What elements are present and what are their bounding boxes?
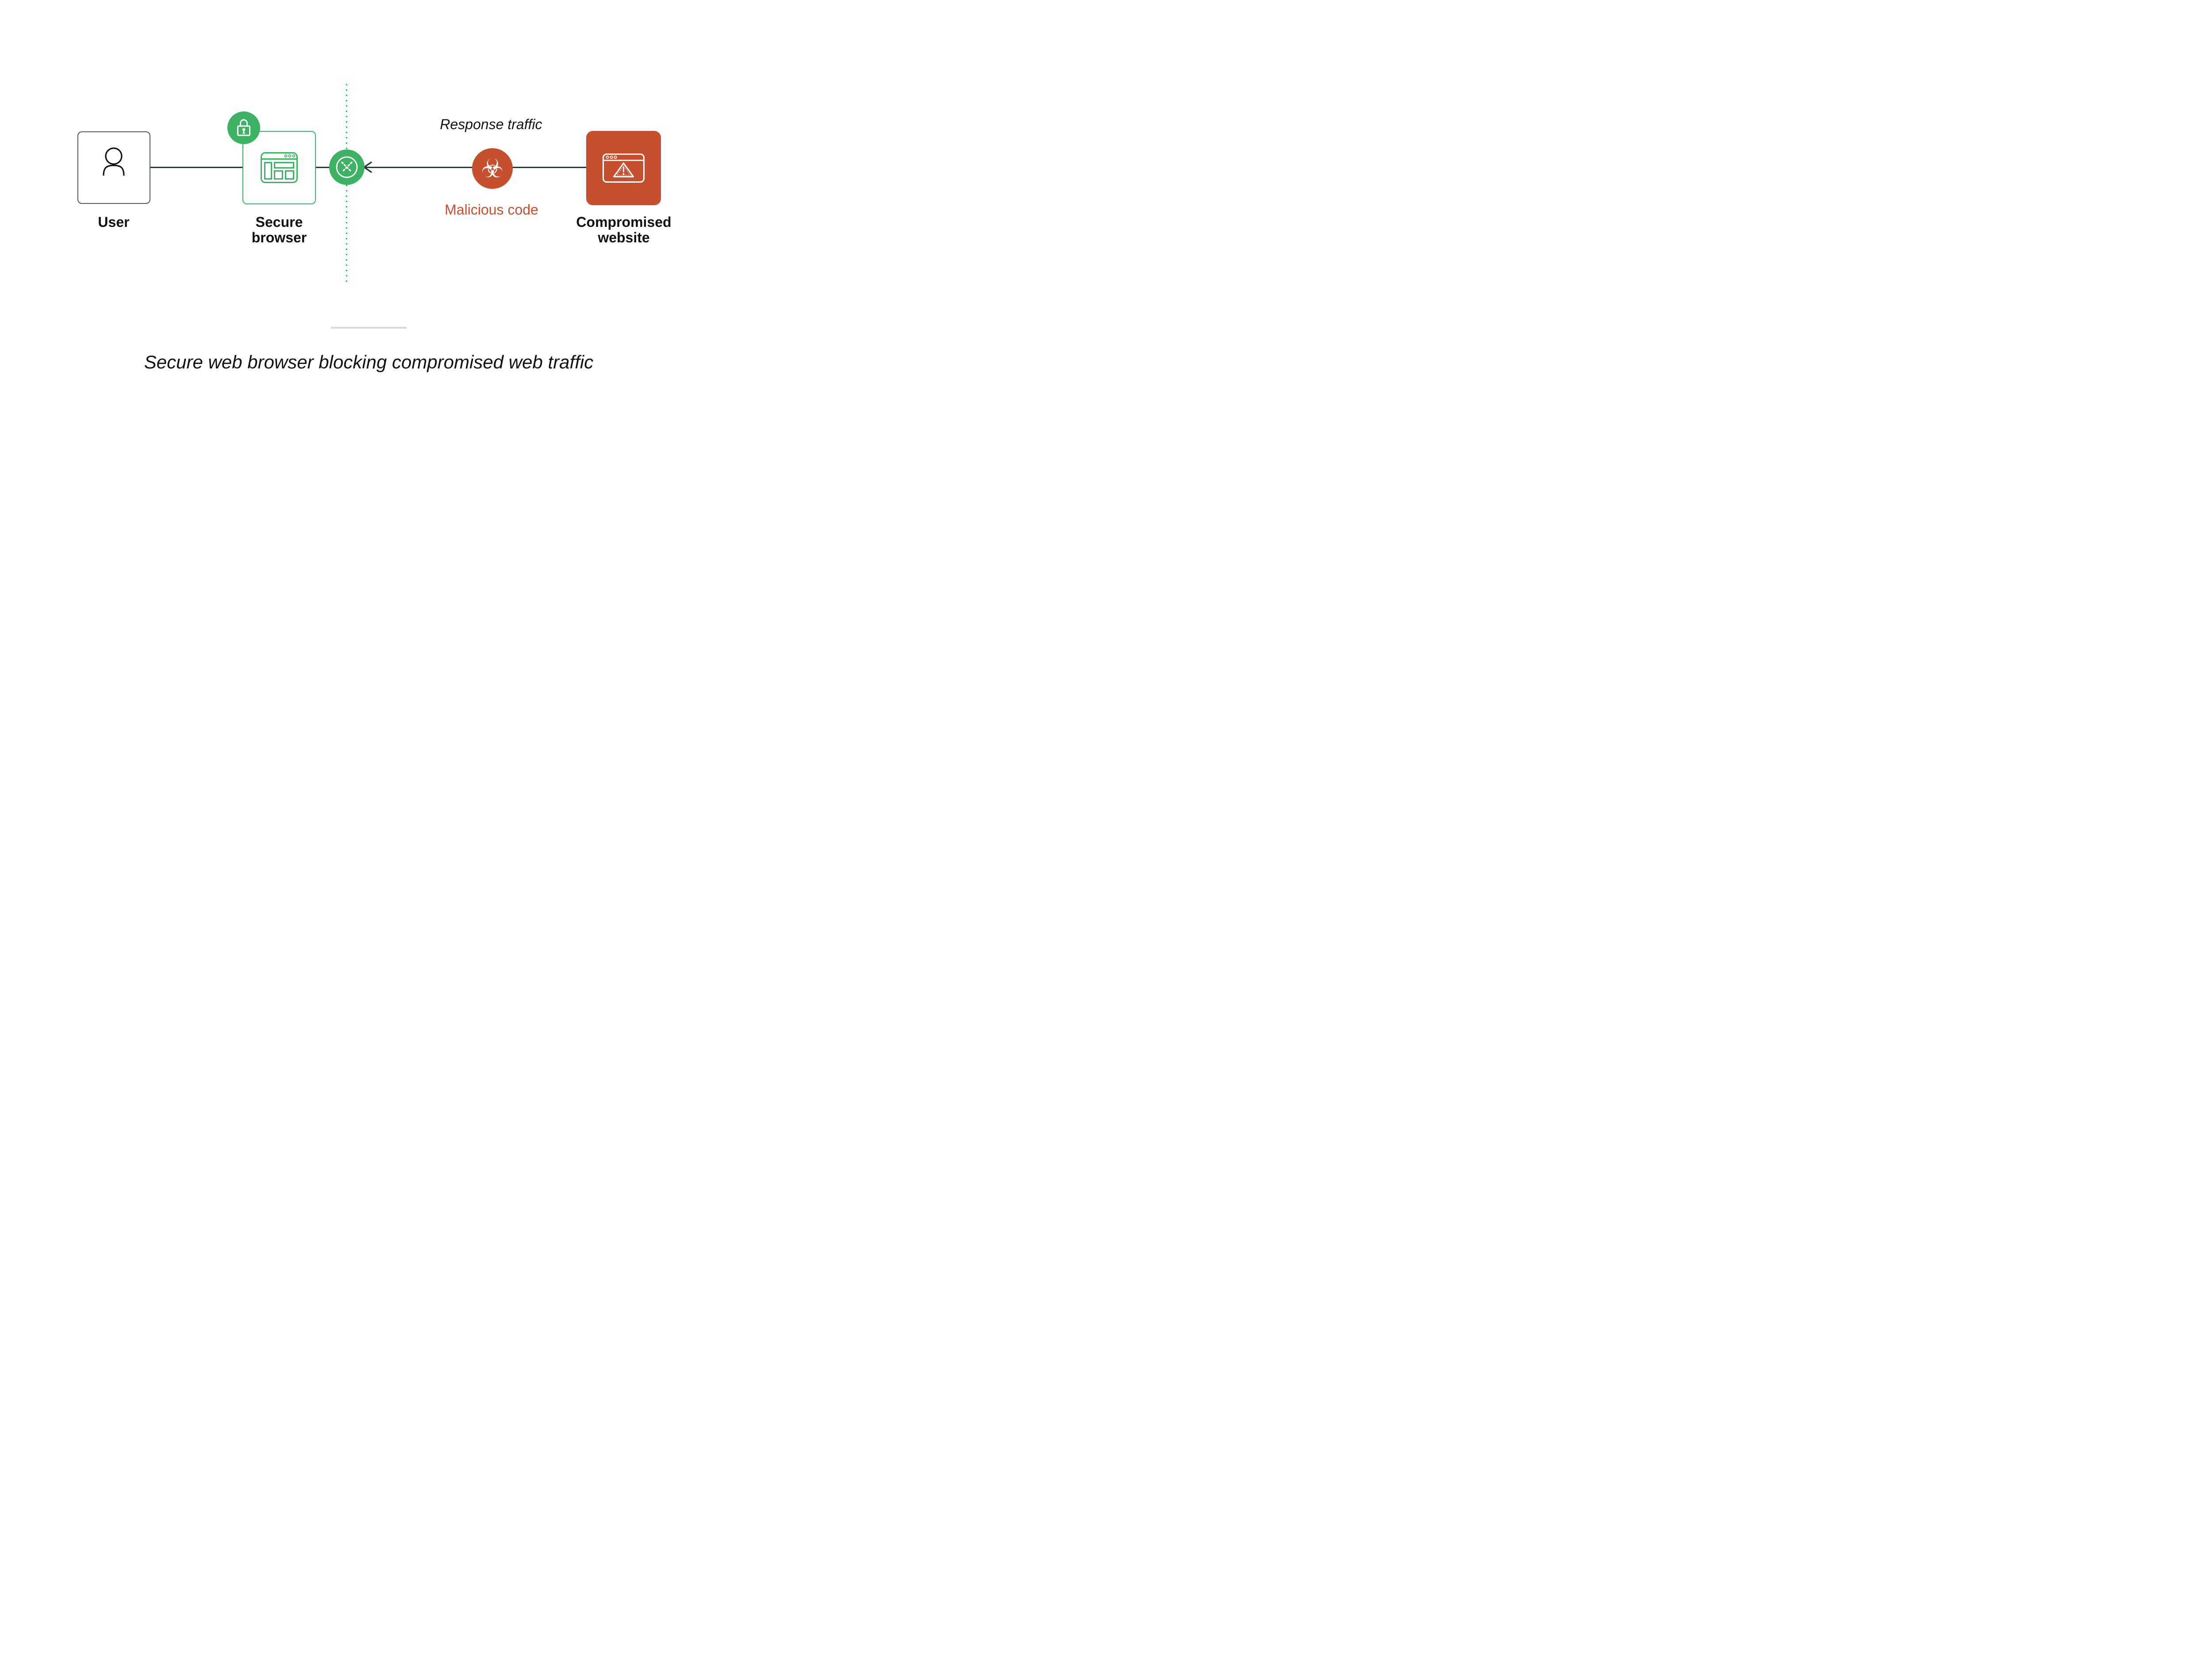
warning-browser-icon [603,153,645,185]
user-icon [102,147,125,178]
compromised-website-label: Compromised website [557,215,690,245]
connector-browser-to-block [316,167,329,168]
user-label: User [47,215,180,230]
diagram-caption: Secure web browser blocking compromised … [0,352,737,373]
response-traffic-text: Response traffic [440,116,542,132]
connector-user-to-browser [150,167,242,168]
user-label-text: User [98,214,130,230]
node-user [77,131,150,204]
biohazard-icon: ☣ [481,153,504,184]
compromised-website-label-line2: website [598,230,650,245]
secure-badge [227,111,260,144]
secure-browser-label-line2: browser [251,230,307,245]
blocked-x-icon [336,156,358,178]
caption-divider [331,327,407,329]
secure-browser-label: Secure browser [213,215,346,245]
diagram-canvas: User Secure browser [0,0,737,415]
response-traffic-label: Response traffic [425,116,557,133]
malicious-code-label: Malicious code [425,202,558,218]
block-indicator [329,149,365,185]
lock-icon [236,117,252,139]
node-secure-browser [242,131,316,204]
diagram-caption-text: Secure web browser blocking compromised … [144,352,594,372]
malicious-code-badge: ☣ [472,148,513,189]
compromised-website-label-line1: Compromised [576,214,672,230]
browser-window-icon [261,152,298,185]
secure-browser-label-line1: Secure [255,214,303,230]
malicious-code-text: Malicious code [445,202,538,218]
